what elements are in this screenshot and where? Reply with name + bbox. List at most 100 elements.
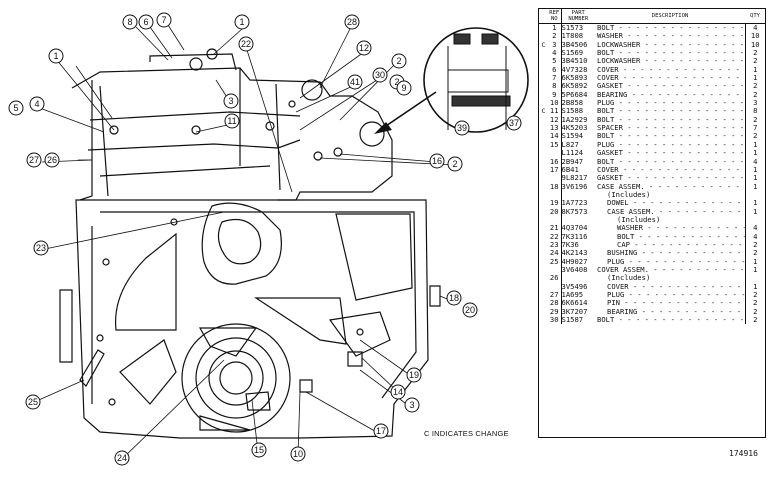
part-number [561,274,595,282]
leader-dots: - - - - - - - - - - - - - - - - - - [627,174,745,183]
leader-dots: - - - - - - - - - - - - - - - - - - [627,32,745,41]
callout-14: 14 [390,384,406,400]
callout-label: 5 [13,103,18,113]
callout-2: 2 [391,53,407,69]
part-quantity: 1 [744,174,765,183]
ref-number: 5 [548,57,562,66]
ref-no-header: REF NO [548,9,562,24]
leader-dots: - - - - - - - - - - - - - - - - - - [634,240,745,249]
part-description: BOLT - - - - - - - - - - - - - - - - - - [595,158,745,166]
ref-number [548,149,562,158]
ref-number [548,215,562,225]
ref-number: 16 [548,157,562,166]
callout-label: 7 [161,15,166,25]
part-description: PLUG - - - - - - - - - - - - - - - - - - [595,258,745,266]
description-text: BOLT [597,107,615,116]
callout-circle [29,96,45,112]
callout-circle [406,367,422,383]
callout-circle [224,113,240,129]
change-marker [539,208,548,216]
ref-number: 4 [548,49,562,58]
callout-circle [138,14,154,30]
part-quantity: 2 [744,291,765,300]
callout-label: 2 [452,159,457,169]
part-quantity: 4 [744,23,765,33]
part-description: WASHER - - - - - - - - - - - - - - - - -… [595,32,745,40]
change-marker [539,241,548,249]
leader-dots: - - - - - - - - - - - - - - - - - - [618,157,745,166]
part-number: 3V6196 [561,182,588,191]
qty-header: QTY [745,9,765,24]
callout-label: 9 [401,83,406,93]
part-number [561,191,595,199]
change-marker [539,291,548,299]
part-description: COVER - - - - - - - - - - - - - - - - - … [595,166,745,174]
part-number: 8K7573 [561,207,588,216]
part-quantity: 3 [744,99,765,108]
part-number: 6B41 [561,165,579,174]
leader-dots: - - - - - - - - - - - - - - - - - - [647,224,745,233]
part-description: PLUG - - - - - - - - - - - - - - - - - - [595,291,745,299]
leader-dots: - - - - - - - - - - - - - - - - - - [618,115,745,124]
change-marker [539,49,548,57]
callout-label: 8 [127,17,132,27]
ref-number: 2 [548,32,562,41]
ref-number [548,282,562,291]
ref-number: 7 [548,74,562,83]
part-description: GASKET - - - - - - - - - - - - - - - - -… [595,149,745,157]
callout-label: 23 [36,243,46,253]
part-quantity: 1 [744,65,765,75]
leader-dots: - - - - - - - - - - - - - - - - - - [628,257,745,266]
part-number: 6K6614 [561,299,588,308]
callout-circle [462,302,478,318]
callout-label: 10 [293,449,303,459]
part-quantity: 1 [744,257,765,266]
leader-dots: - - - - - - - - - - - - - - - - - - [641,249,745,258]
callout-label: 41 [350,77,360,87]
change-marker [539,124,548,132]
table-row: (Includes) [539,215,765,225]
part-quantity: 2 [744,90,765,100]
description-text: COVER [597,74,619,83]
leader-dots: - - - - - - - - - - - - - - - - - - [622,74,745,83]
leader-dots: - - - - - - - - - - - - - - - - - - [638,232,745,241]
callout-label: 26 [47,155,57,165]
callout-18: 18 [446,290,462,306]
part-number: 3V6408 [561,265,588,274]
description-text: BOLT [597,132,615,141]
callout-23: 23 [33,240,49,256]
leader-dots: - - - - - - - - - - - - - - - - - - [627,149,745,158]
description-text: PLUG [607,257,625,266]
ref-number: 10 [548,99,562,108]
description-text: (Includes) [607,190,651,199]
leader-dots: - - - - - - - - - - - - - - - - - - [627,124,745,133]
callout-label: 3 [409,400,414,410]
description-text: COVER [597,65,619,74]
part-number: 3V5496 [561,282,588,291]
callout-label: 19 [409,370,419,380]
part-number: 6K5892 [561,82,588,91]
change-marker [539,274,548,282]
part-quantity [744,215,765,225]
leader-dots: - - - - - - - - - - - - - - - - - - [653,265,745,274]
ref-number: 28 [548,299,562,308]
callout-37: 37 [506,115,522,131]
top-cover-plate [149,53,237,71]
description-text: BOLT [597,157,615,166]
callout-25: 25 [25,394,41,410]
ref-number: 9 [548,90,562,100]
callout-10: 10 [290,446,306,462]
part-number [561,216,595,224]
callout-label: 27 [29,155,39,165]
change-marker: C [541,40,546,49]
part-number: 4H9027 [561,257,588,266]
callout-circle [251,442,267,458]
ref-number [548,174,562,183]
